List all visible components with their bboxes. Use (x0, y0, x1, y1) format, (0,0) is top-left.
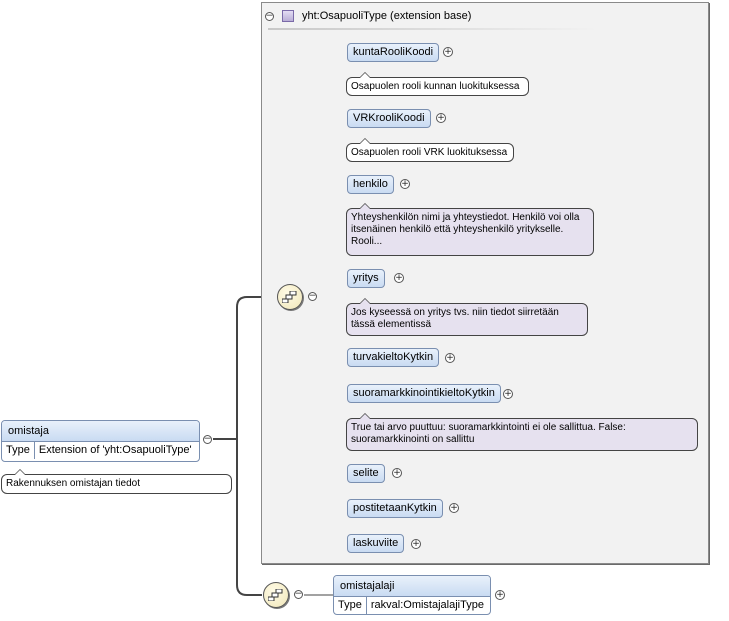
type-value: Extension of 'yht:OsapuoliType' (38, 444, 192, 456)
root-element-name: omistaja (2, 421, 199, 442)
plus-toggle-icon[interactable]: + (495, 590, 505, 600)
sequence-icon[interactable] (263, 582, 289, 608)
element-postitetaanKytkin[interactable]: postitetaanKytkin (347, 499, 443, 518)
element-suoramarkkinointikieltoKytkin[interactable]: suoramarkkinointikieltoKytkin (347, 384, 501, 403)
doc-kuntaRooliKoodi: Osapuolen rooli kunnan luokituksessa (346, 72, 529, 96)
element-laskuviite[interactable]: laskuviite (347, 534, 405, 553)
sequence-icon[interactable] (277, 284, 303, 310)
type-value: rakval:OmistajalajiType (370, 599, 484, 611)
doc-omistaja: Rakennuksen omistajan tiedot (1, 469, 232, 494)
doc-VRKrooliKoodi: Osapuolen rooli VRK luokituksessa (346, 138, 514, 162)
extension-header: − yht:OsapuoliType (extension base) (265, 6, 471, 26)
plus-toggle-icon[interactable]: + (443, 47, 453, 57)
minus-toggle-icon[interactable]: − (203, 434, 212, 444)
element-henkilo[interactable]: henkilo (347, 175, 394, 194)
root-element-omistaja[interactable]: omistaja Type Extension of 'yht:Osapuoli… (1, 420, 200, 462)
element-turvakieltoKytkin[interactable]: turvakieltoKytkin (347, 348, 440, 367)
plus-toggle-icon[interactable]: + (400, 179, 410, 189)
extension-label: yht:OsapuoliType (extension base) (302, 10, 472, 22)
type-key: Type (2, 442, 35, 459)
doc-suoramarkkinointikieltoKytkin: True tai arvo puuttuu: suoramarkkintoint… (346, 413, 698, 451)
sequence-glyph-icon (282, 291, 297, 303)
extension-header-divider (268, 28, 598, 30)
doc-yritys: Jos kyseessä on yritys tvs. niin tiedot … (346, 298, 588, 336)
omistajalaji-name: omistajalaji (334, 576, 490, 597)
doc-henkilo: Yhteyshenkilön nimi ja yhteystiedot. Hen… (346, 203, 594, 256)
type-key: Type (334, 597, 367, 614)
plus-toggle-icon[interactable]: + (449, 503, 459, 513)
minus-toggle-icon[interactable]: − (294, 589, 303, 599)
plus-toggle-icon[interactable]: + (394, 273, 404, 283)
omistajalaji-type-row: Type rakval:OmistajalajiType (334, 597, 490, 614)
sequence-glyph-icon (268, 589, 283, 601)
element-omistajalaji[interactable]: omistajalaji Type rakval:OmistajalajiTyp… (333, 575, 491, 615)
complex-type-icon (282, 10, 294, 22)
element-selite[interactable]: selite (347, 464, 385, 483)
element-yritys[interactable]: yritys (347, 269, 385, 288)
minus-toggle-icon[interactable]: − (265, 10, 274, 21)
plus-toggle-icon[interactable]: + (445, 353, 455, 363)
plus-toggle-icon[interactable]: + (436, 113, 446, 123)
element-VRKrooliKoodi[interactable]: VRKrooliKoodi (347, 109, 431, 128)
plus-toggle-icon[interactable]: + (392, 468, 402, 478)
plus-toggle-icon[interactable]: + (411, 539, 421, 549)
plus-toggle-icon[interactable]: + (503, 389, 513, 399)
element-kuntaRooliKoodi[interactable]: kuntaRooliKoodi (347, 43, 440, 62)
root-type-row: Type Extension of 'yht:OsapuoliType' (2, 442, 199, 459)
minus-toggle-icon[interactable]: − (308, 291, 317, 301)
